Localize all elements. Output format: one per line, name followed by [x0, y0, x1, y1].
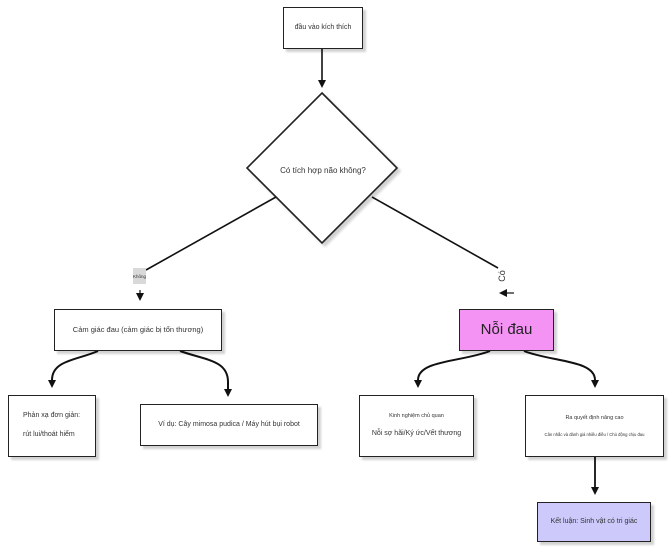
edge-label-yes: Có [497, 270, 507, 282]
node-simple-reflex: Phản xạ đơn giản: rút lui/thoát hiểm [8, 395, 96, 457]
node-pain-sense: Cảm giác đau (cảm giác bị tổn thương) [54, 309, 222, 351]
node-conclusion: Kết luận: Sinh vật có tri giác [537, 502, 651, 542]
node-subjective-body: Nỗi sợ hãi/Ký ức/Vết thương [371, 430, 462, 438]
decision-diamond-shape [245, 91, 399, 245]
edge-label-no: Không [133, 268, 146, 284]
node-reflex-line2: rút lui/thoát hiểm [23, 431, 75, 438]
edge-decision-to-yes-label [371, 196, 499, 269]
node-pain-label: Nỗi đau [480, 320, 533, 338]
node-conclusion-label: Kết luận: Sinh vật có tri giác [550, 517, 638, 525]
edge-decision-to-no-label [145, 196, 277, 271]
node-input-stimulus: đầu vào kích thích [283, 7, 363, 49]
node-example-label: Ví dụ: Cây mimosa pudica / Máy hút bụi r… [158, 420, 300, 428]
edge-pain-sense-to-reflex [48, 350, 99, 388]
node-subjective-experience: Kinh nghiệm chủ quan Nỗi sợ hãi/Ký ức/Vế… [359, 395, 474, 457]
node-pain-sense-label: Cảm giác đau (cảm giác bị tổn thương) [72, 325, 204, 335]
node-advanced-body: Cân nhắc và đánh giá nhiều điều / Chủ độ… [544, 431, 645, 437]
node-subjective-title: Kinh nghiệm chủ quan [389, 413, 444, 420]
edge-pain-sense-to-example [179, 350, 232, 397]
edge-pain-to-subjective [414, 350, 491, 388]
node-advanced-decision: Ra quyết định nâng cao Cân nhắc và đánh … [525, 395, 664, 457]
node-input-label: đầu vào kích thích [294, 23, 352, 31]
node-advanced-title: Ra quyết định nâng cao [565, 414, 624, 421]
edge-pain-to-advanced [523, 350, 599, 388]
node-example: Ví dụ: Cây mimosa pudica / Máy hút bụi r… [140, 404, 318, 446]
node-decision-label: Có tích hợp não không? [280, 165, 366, 175]
node-pain: Nỗi đau [459, 309, 554, 351]
node-reflex-line1: Phản xạ đơn giản: [23, 412, 81, 420]
node-decision-brain: Có tích hợp não không? [248, 150, 398, 190]
